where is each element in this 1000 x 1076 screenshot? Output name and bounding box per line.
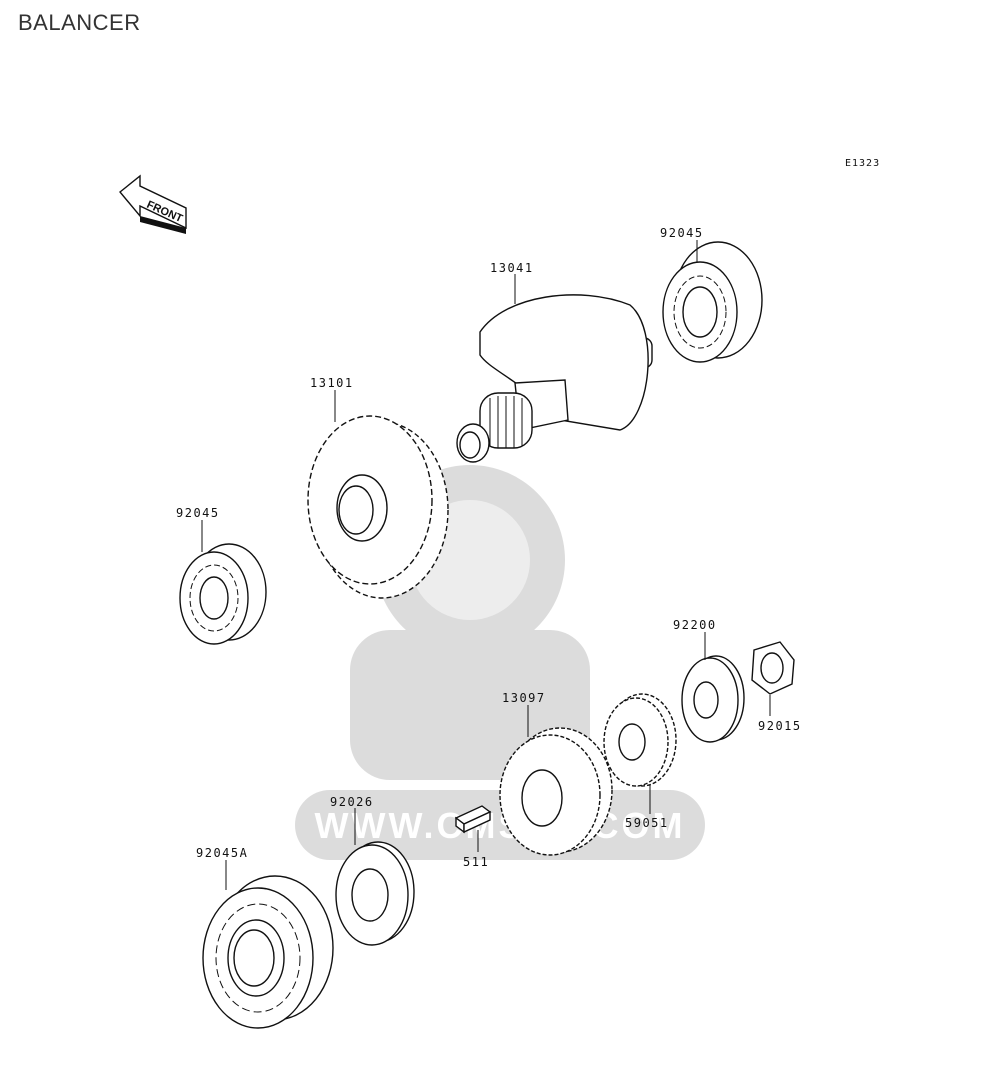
label-gear-large: 13101	[310, 376, 354, 390]
label-bearing-left: 92045	[176, 506, 220, 520]
label-gear-small: 59051	[625, 816, 669, 830]
label-washer: 92200	[673, 618, 717, 632]
part-labels: 92045 13041 13101 92045 92200 92015 1309…	[176, 226, 802, 869]
watermark-text: WWW.CMSNL.COM	[315, 805, 686, 846]
nut	[751, 641, 795, 695]
front-arrow-icon: FRONT	[119, 174, 187, 234]
label-bearing-bottom: 92045A	[196, 846, 248, 860]
key	[454, 805, 492, 834]
label-bearing-top: 92045	[660, 226, 704, 240]
reference-code: E1323	[845, 158, 880, 169]
bearing-top	[662, 241, 763, 363]
balancer-shaft	[456, 294, 653, 463]
label-collar: 92026	[330, 795, 374, 809]
bearing-bottom	[202, 875, 334, 1029]
label-gear-mid: 13097	[502, 691, 546, 705]
label-balancer-shaft: 13041	[490, 261, 534, 275]
label-key: 511	[463, 855, 489, 869]
washer	[681, 655, 745, 743]
gear-mid	[499, 727, 613, 856]
leader-lines	[201, 240, 771, 890]
gear-small	[603, 693, 677, 787]
label-nut: 92015	[758, 719, 802, 733]
collar	[335, 841, 415, 946]
gear-large	[307, 415, 449, 599]
page-title: BALANCER	[18, 10, 141, 35]
bearing-left	[179, 543, 267, 645]
